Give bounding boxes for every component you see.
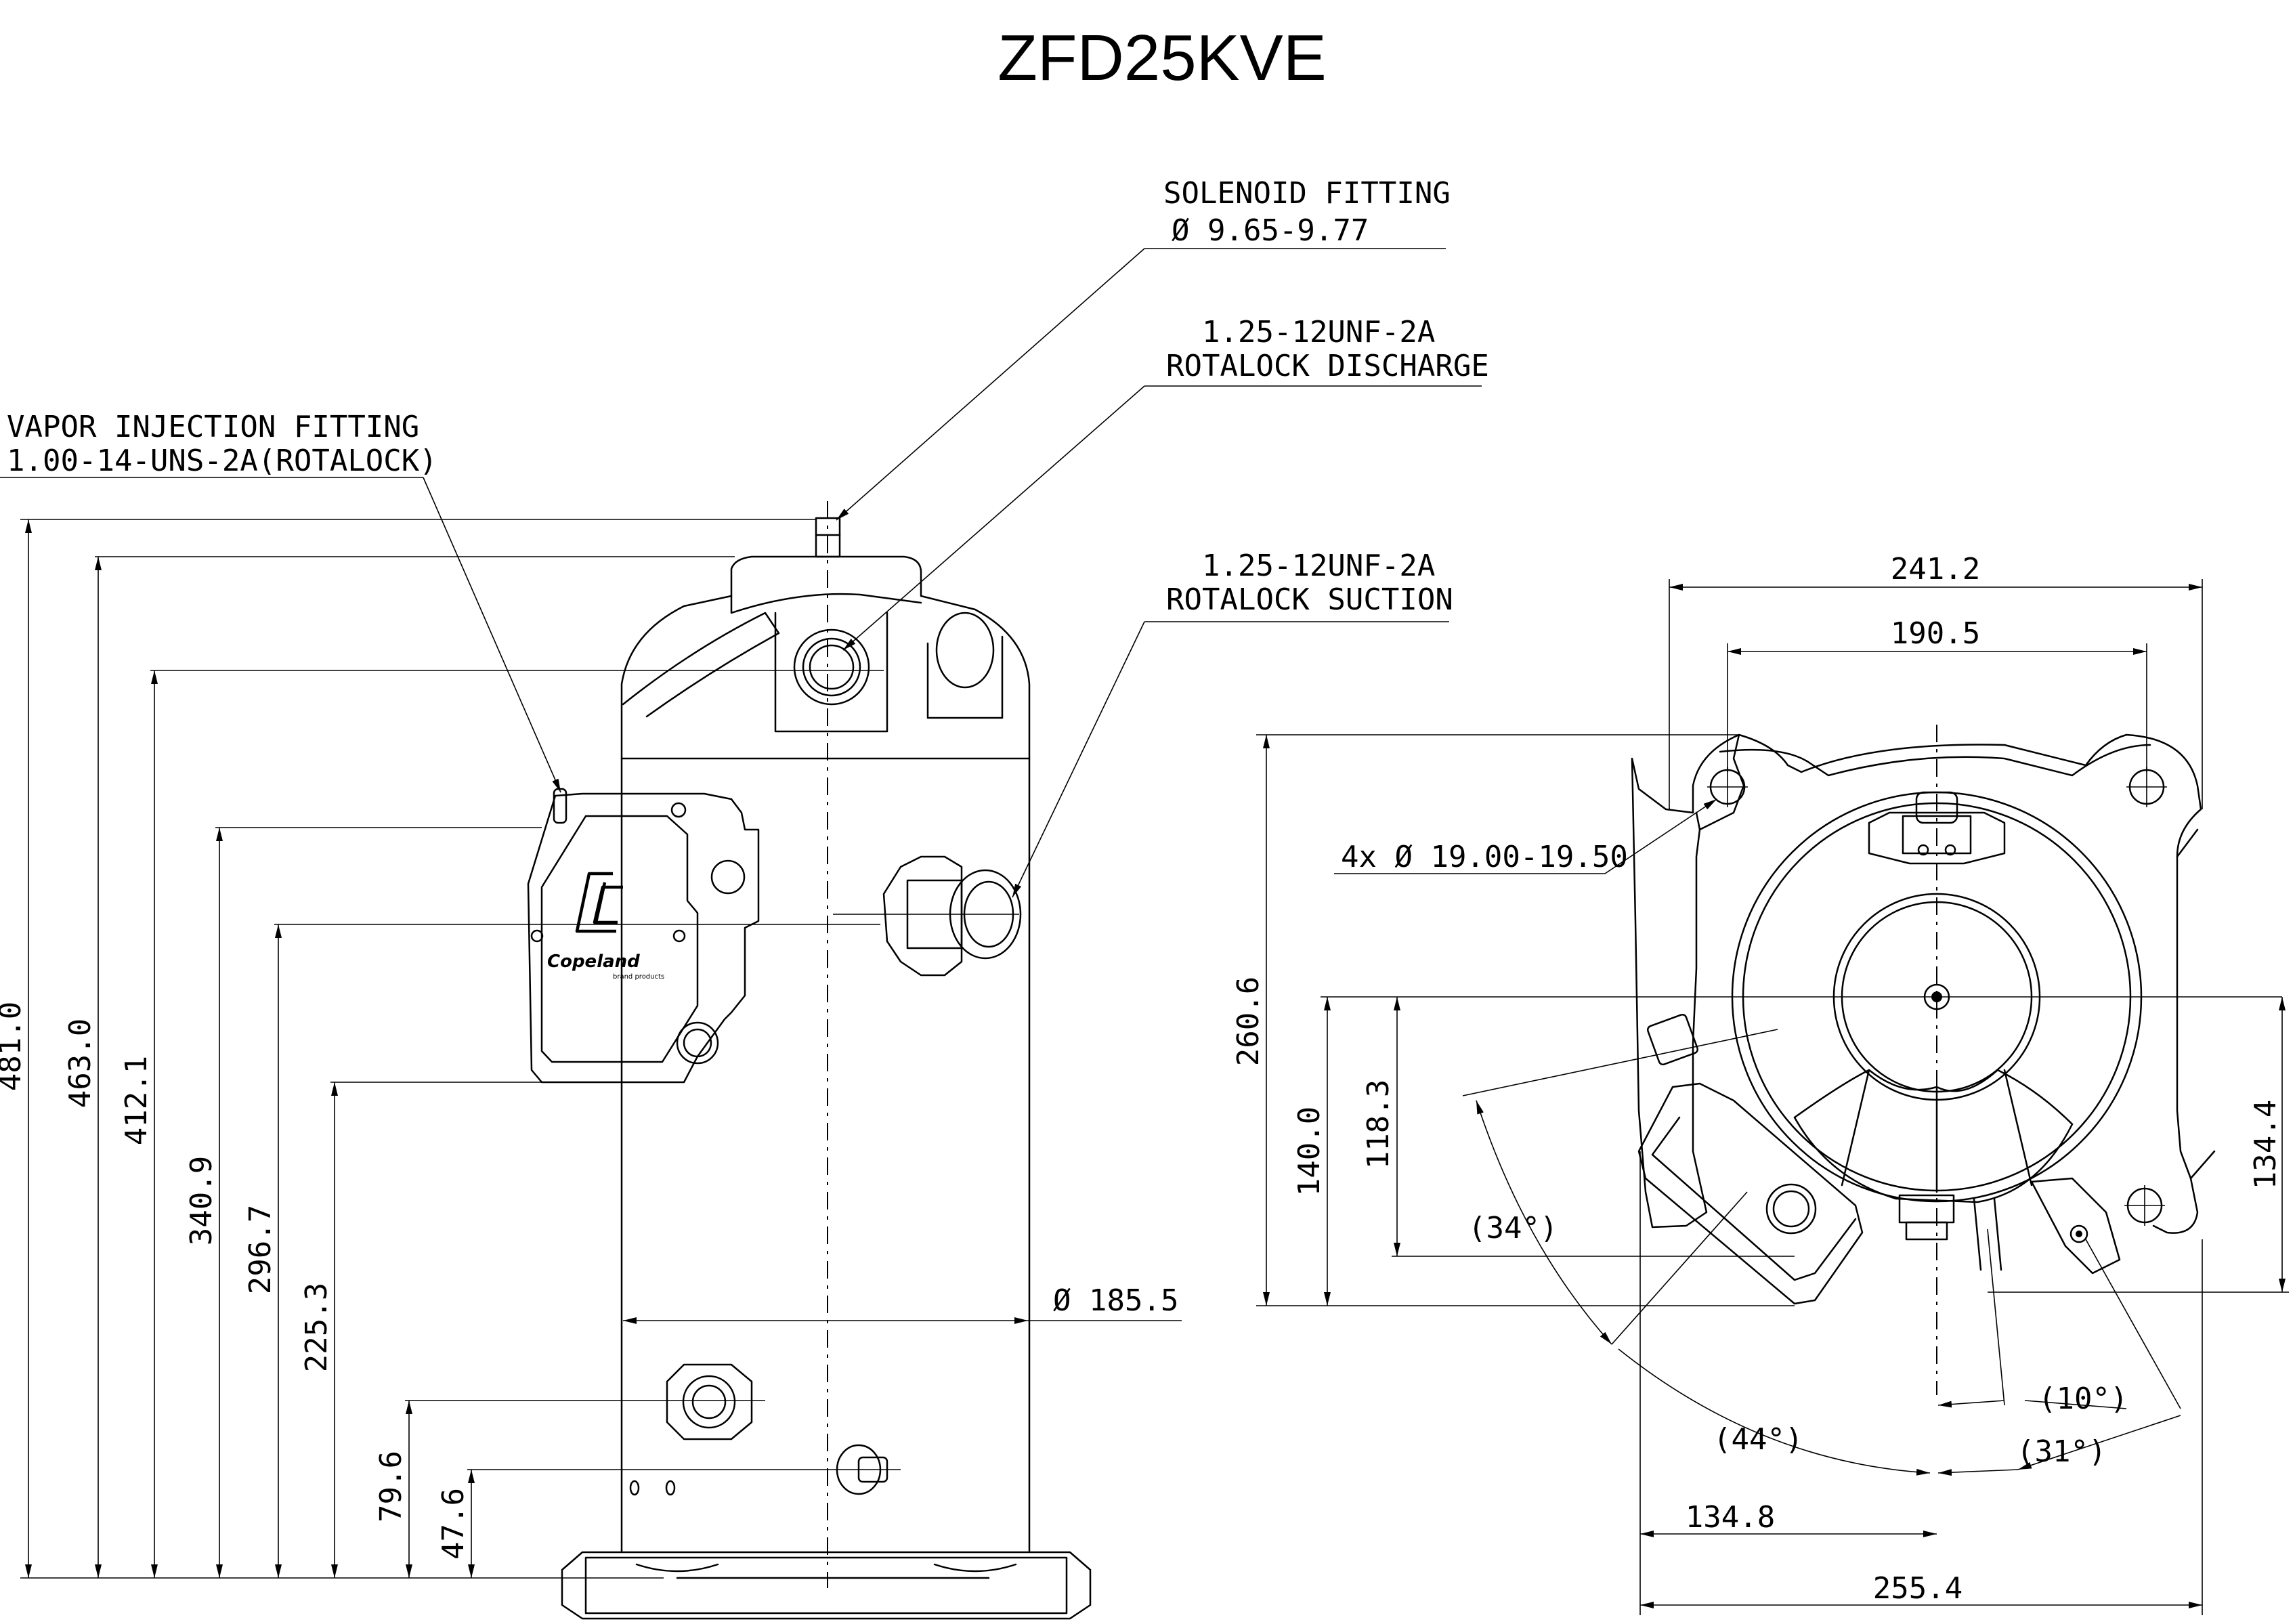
dim-79: 79.6 (374, 1451, 408, 1522)
dim-118: 118.3 (1361, 1080, 1396, 1169)
solenoid-label: SOLENOID FITTING (1163, 176, 1451, 211)
dim-241: 241.2 (1891, 552, 1980, 586)
discharge-spec: 1.25-12UNF-2A (1202, 315, 1435, 349)
vapor-label: VAPOR INJECTION FITTING (7, 410, 419, 444)
side-callouts: SOLENOID FITTING Ø 9.65-9.77 1.25-12UNF-… (0, 176, 1489, 898)
dim-225: 225.3 (299, 1283, 334, 1372)
logo-text: Copeland (547, 952, 640, 972)
dim-255: 255.4 (1873, 1571, 1962, 1606)
top-base-plate (1631, 733, 1745, 1228)
top-suction-fitting (1898, 1177, 2121, 1275)
shell-diameter-dim: Ø 185.5 (623, 1283, 1182, 1324)
solenoid-spec: Ø 9.65-9.77 (1172, 213, 1369, 248)
logo-subtext: brand products (613, 973, 664, 981)
suction-fitting (833, 855, 1022, 977)
discharge-label: ROTALOCK DISCHARGE (1166, 349, 1489, 383)
angle-34: (34°) (1468, 1211, 1558, 1245)
dim-140: 140.0 (1292, 1107, 1327, 1196)
side-view: Copeland brand products (0, 176, 1489, 1620)
angle-44: (44°) (1713, 1422, 1803, 1457)
angle-10: (10°) (2038, 1382, 2128, 1416)
dim-296: 296.7 (243, 1205, 278, 1294)
drawing-title: ZFD25KVE (998, 22, 1326, 94)
height-dimensions: 481.0 463.0 412.1 340.9 296.7 225.3 79.6… (0, 519, 901, 1578)
dim-481: 481.0 (0, 1002, 28, 1091)
dim-190: 190.5 (1891, 616, 1980, 651)
lower-fittings (629, 1363, 888, 1496)
dim-260: 260.6 (1231, 977, 1266, 1066)
dim-463: 463.0 (63, 1019, 98, 1108)
vapor-spec: 1.00-14-UNS-2A(ROTALOCK) (7, 444, 437, 478)
top-view: 241.2 190.5 260.6 140.0 118.3 134.4 134.… (1231, 552, 2289, 1615)
suction-label: ROTALOCK SUCTION (1166, 582, 1453, 617)
terminal-box: Copeland brand products (527, 788, 760, 1084)
angle-dimensions: (34°) (44°) (31°) (10°) (1462, 1029, 2181, 1476)
mount-hole-callout: 4x Ø 19.00-19.50 (1341, 840, 1628, 874)
angle-31: (31°) (2017, 1434, 2106, 1469)
suction-spec: 1.25-12UNF-2A (1202, 549, 1435, 583)
dim-47: 47.6 (436, 1488, 471, 1560)
dim-134-4: 134.4 (2248, 1100, 2283, 1189)
top-terminal-box (1637, 1013, 1864, 1305)
base-plate (561, 1551, 1092, 1620)
dim-340: 340.9 (184, 1156, 219, 1245)
dim-shell-diameter: Ø 185.5 (1053, 1283, 1178, 1318)
dim-134-8: 134.8 (1686, 1500, 1775, 1535)
compressor-shell (620, 501, 1031, 1588)
dim-412: 412.1 (119, 1056, 154, 1145)
